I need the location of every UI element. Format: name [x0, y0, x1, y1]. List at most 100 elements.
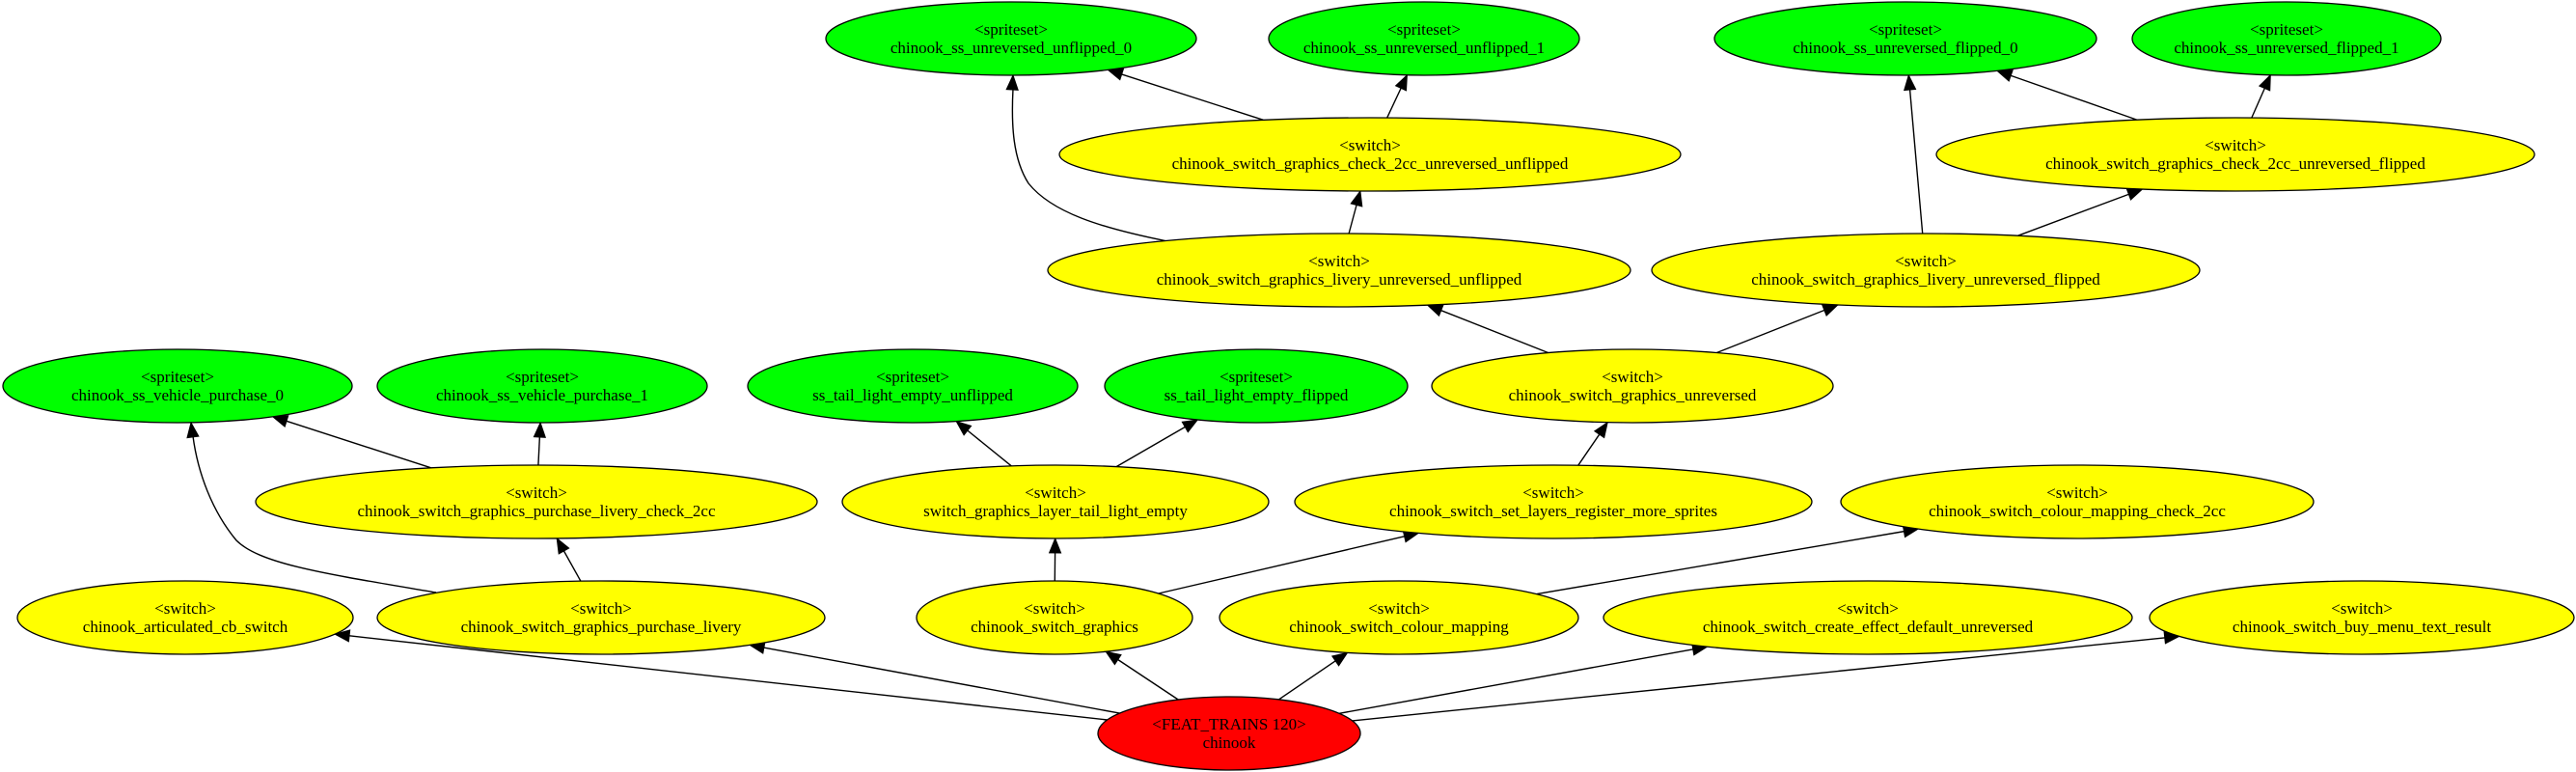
- edge-sw_purchase_check_2cc-to-ss_purchase_0: [271, 415, 432, 469]
- edge-sw_tail_light-to-ss_tail_flip: [1115, 419, 1199, 468]
- switch-node-shape: [916, 580, 1193, 655]
- edge-line: [1011, 88, 1168, 242]
- node-type-label: <switch>: [1895, 252, 1957, 270]
- edge-sw_livery_flip-to-sw_check_2cc_flip: [2017, 188, 2144, 236]
- edge-line: [1338, 648, 1694, 714]
- edge-line: [1348, 204, 1357, 234]
- node-sw_buy_menu: <switch>chinook_switch_buy_menu_text_res…: [2149, 580, 2575, 655]
- node-type-label: <spriteset>: [2250, 20, 2323, 39]
- node-type-label: <switch>: [1024, 599, 1085, 618]
- edge-sw_unreversed-to-sw_livery_flip: [1716, 304, 1840, 354]
- node-sw_unreversed: <switch>chinook_switch_graphics_unrevers…: [1431, 348, 1834, 424]
- edge-line: [1115, 426, 1187, 468]
- node-sw_check_2cc_unflip: <switch>chinook_switch_graphics_check_2c…: [1058, 117, 1682, 192]
- node-type-label: <switch>: [1025, 483, 1086, 502]
- node-name-label: chinook_switch_buy_menu_text_result: [2233, 618, 2491, 636]
- edge-sw_check_2cc_unflip-to-ss_unrev_unflip_1: [1386, 73, 1408, 119]
- node-name-label: chinook: [1203, 733, 1256, 752]
- node-sw_create_effect: <switch>chinook_switch_create_effect_def…: [1603, 580, 2133, 655]
- edge-line: [348, 635, 1108, 721]
- node-type-label: <switch>: [506, 483, 567, 502]
- switch-node-shape: [2149, 580, 2575, 655]
- edge-sw_purchase_livery-to-sw_purchase_check_2cc: [556, 537, 582, 582]
- switch-node-shape: [16, 580, 354, 655]
- edge-line: [1439, 309, 1548, 354]
- edge-line: [1577, 432, 1601, 466]
- node-type-label: <switch>: [1339, 136, 1401, 154]
- arrow-head: [2125, 188, 2144, 201]
- arrow-head: [1181, 419, 1199, 433]
- node-sw_purchase_livery: <switch>chinook_switch_graphics_purchase…: [376, 580, 826, 655]
- node-name-label: chinook_switch_graphics_purchase_livery_…: [357, 502, 715, 520]
- node-type-label: <spriteset>: [141, 368, 214, 386]
- node-name-label: chinook_switch_graphics_check_2cc_unreve…: [2045, 154, 2425, 173]
- node-type-label: <switch>: [570, 599, 632, 618]
- arrow-head: [1350, 189, 1363, 207]
- edge-sw_livery_unflip-to-ss_unrev_unflip_0: [1005, 73, 1168, 242]
- node-name-label: chinook_ss_unreversed_flipped_0: [1793, 39, 2017, 57]
- node-type-label: <switch>: [1522, 483, 1584, 502]
- arrow-head: [333, 629, 351, 643]
- node-type-label: <spriteset>: [1219, 368, 1293, 386]
- edge-sw_check_2cc_flip-to-ss_unrev_flip_1: [2251, 73, 2271, 119]
- node-ss_purchase_1: <spriteset>chinook_ss_vehicle_purchase_1: [376, 348, 708, 424]
- node-name-label: chinook_switch_graphics: [971, 618, 1138, 636]
- edge-line: [192, 435, 437, 593]
- node-name-label: chinook_ss_vehicle_purchase_1: [436, 386, 648, 404]
- arrow-head: [533, 421, 547, 438]
- node-name-label: chinook_ss_unreversed_unflipped_1: [1303, 39, 1545, 57]
- spriteset-node-shape: [825, 1, 1197, 76]
- edge-sw_purchase_livery-to-ss_purchase_0: [186, 421, 437, 593]
- arrow-head: [1048, 537, 1062, 554]
- switch-node-shape: [1603, 580, 2133, 655]
- switch-node-shape: [841, 464, 1270, 539]
- node-sw_check_2cc_flip: <switch>chinook_switch_graphics_check_2c…: [1935, 117, 2535, 192]
- node-name-label: ss_tail_light_empty_flipped: [1165, 386, 1349, 404]
- node-type-label: <switch>: [2046, 483, 2108, 502]
- edge-sw_unreversed-to-sw_livery_unflip: [1426, 304, 1548, 354]
- node-name-label: chinook_switch_colour_mapping: [1289, 618, 1509, 636]
- edge-sw_set_layers-to-sw_unreversed: [1577, 421, 1608, 466]
- edge-root-to-sw_colour_mapping: [1278, 651, 1349, 701]
- arrow-head: [1593, 421, 1608, 439]
- edge-line: [1716, 309, 1826, 354]
- edges: [186, 68, 2271, 722]
- spriteset-node-shape: [747, 348, 1079, 424]
- edge-line: [1352, 637, 2166, 722]
- edge-line: [966, 428, 1012, 467]
- node-sw_set_layers: <switch>chinook_switch_set_layers_regist…: [1294, 464, 1813, 539]
- node-sw_colour_mapping: <switch>chinook_switch_colour_mapping: [1219, 580, 1579, 655]
- node-sw_tail_light: <switch>switch_graphics_layer_tail_light…: [841, 464, 1270, 539]
- node-sw_articulated: <switch>chinook_articulated_cb_switch: [16, 580, 354, 655]
- node-type-label: <spriteset>: [1869, 20, 1942, 39]
- arrow-head: [1995, 69, 2014, 82]
- node-root: <FEAT_TRAINS 120>chinook: [1097, 696, 1361, 771]
- switch-node-shape: [1219, 580, 1579, 655]
- switch-node-shape: [1431, 348, 1834, 424]
- node-sw_colour_check_2cc: <switch>chinook_switch_colour_mapping_ch…: [1840, 464, 2315, 539]
- node-name-label: chinook_switch_graphics_unreversed: [1509, 386, 1757, 404]
- node-name-label: chinook_switch_set_layers_register_more_…: [1389, 502, 1717, 520]
- node-type-label: <spriteset>: [974, 20, 1048, 39]
- edge-sw_livery_flip-to-ss_unrev_flip_0: [1904, 73, 1924, 234]
- edge-line: [537, 435, 541, 466]
- node-sw_graphics: <switch>chinook_switch_graphics: [916, 580, 1193, 655]
- edge-line: [1116, 658, 1179, 701]
- arrow-head: [271, 415, 289, 428]
- edge-line: [2017, 193, 2130, 236]
- spriteset-node-shape: [2131, 1, 2442, 76]
- node-name-label: chinook_switch_graphics_purchase_livery: [461, 618, 742, 636]
- spriteset-node-shape: [1104, 348, 1409, 424]
- node-ss_unrev_flip_1: <spriteset>chinook_ss_unreversed_flipped…: [2131, 1, 2442, 76]
- arrow-head: [1330, 651, 1349, 667]
- spriteset-node-shape: [1713, 1, 2097, 76]
- node-sw_purchase_check_2cc: <switch>chinook_switch_graphics_purchase…: [255, 464, 818, 539]
- arrow-head: [1821, 304, 1840, 317]
- edge-line: [562, 549, 582, 582]
- edge-sw_check_2cc_flip-to-ss_unrev_flip_0: [1995, 69, 2138, 121]
- node-ss_tail_unflip: <spriteset>ss_tail_light_empty_unflipped: [747, 348, 1079, 424]
- node-name-label: chinook_switch_graphics_livery_unreverse…: [1157, 270, 1522, 289]
- switch-node-shape: [1047, 233, 1631, 308]
- edge-line: [2251, 87, 2266, 119]
